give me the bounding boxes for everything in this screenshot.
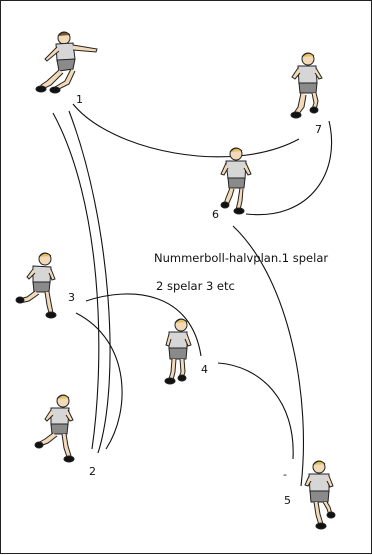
- pass-line-6-to-5: [232, 225, 304, 487]
- minus-mark: -: [283, 468, 287, 481]
- player-number-3: 3: [68, 291, 75, 304]
- soccer-player-icon: [35, 31, 98, 94]
- soccer-player-icon: [304, 460, 336, 530]
- pass-line-1-to-2-inner: [52, 112, 100, 450]
- pass-line-7-to-6: [245, 120, 333, 216]
- soccer-player-icon: [15, 252, 57, 319]
- soccer-player-icon: [290, 52, 323, 119]
- player-number-7: 7: [315, 123, 322, 136]
- pass-line-1-to-2-outer: [68, 110, 111, 454]
- pass-line-3-to-2: [75, 312, 123, 450]
- pass-line-4-to-5: [217, 362, 294, 460]
- player-number-5: 5: [284, 494, 291, 507]
- player-number-6: 6: [212, 208, 219, 221]
- pass-line-3-to-4: [85, 293, 202, 357]
- soccer-player-icon: [164, 318, 192, 385]
- caption-line-1: Nummerboll-halvplan.1 spelar: [154, 251, 329, 265]
- player-number-4: 4: [201, 363, 208, 376]
- player-number-2: 2: [89, 465, 96, 478]
- pass-line-1-to-7: [72, 103, 300, 158]
- caption-line-2: 2 spelar 3 etc: [156, 279, 235, 293]
- soccer-player-icon: [34, 394, 75, 463]
- soccer-player-icon: [220, 147, 252, 215]
- player-number-1: 1: [76, 93, 83, 106]
